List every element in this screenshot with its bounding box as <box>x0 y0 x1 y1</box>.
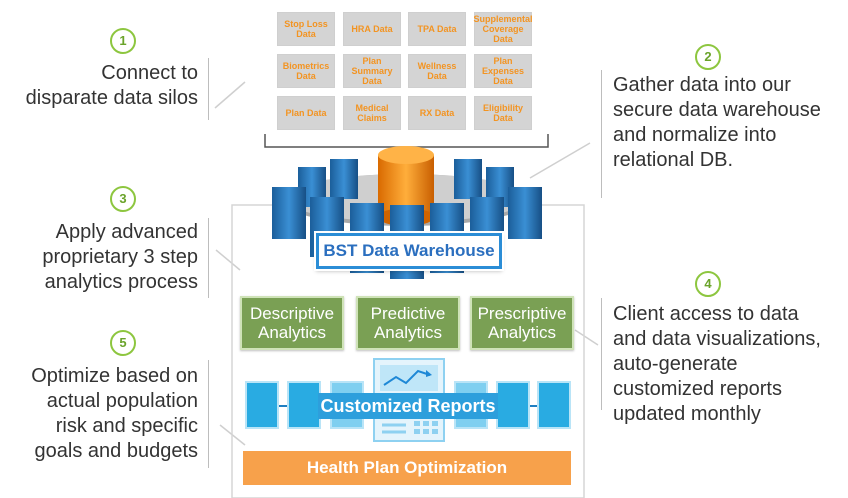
health-plan-optimization-bar: Health Plan Optimization <box>243 451 571 485</box>
silo-plan-data: Plan Data <box>277 96 335 130</box>
silo-eligibility-data: Eligibility Data <box>474 96 532 130</box>
silo-biometrics-data: Biometrics Data <box>277 54 335 88</box>
step-5-number: 5 <box>110 330 136 356</box>
step-3-text: Apply advanced proprietary 3 step analyt… <box>42 221 198 293</box>
step-1-text: Connect to disparate data silos <box>25 62 198 109</box>
report-box-1 <box>245 381 279 429</box>
prescriptive-line2: Analytics <box>487 323 557 342</box>
silo-wellness-data: Wellness Data <box>408 54 466 88</box>
silo-medical-claims: Medical Claims <box>343 96 401 130</box>
data-warehouse-servers-illustration <box>272 146 542 279</box>
report-box-5 <box>496 381 530 429</box>
step-5-text: Optimize based on actual population risk… <box>31 365 198 462</box>
descriptive-line1: Descriptive <box>249 304 335 323</box>
step-3-number: 3 <box>110 186 136 212</box>
predictive-line2: Analytics <box>373 323 442 342</box>
prescriptive-line1: Prescriptive <box>477 304 567 323</box>
predictive-line1: Predictive <box>370 304 446 323</box>
silo-plan-summary-data: Plan Summary Data <box>343 54 401 88</box>
step-4-text: Client access to data and data visualiza… <box>613 303 821 425</box>
step-2-text: Gather data into our secure data warehou… <box>613 74 821 171</box>
step-4-divider <box>601 298 602 410</box>
silo-hra-data: HRA Data <box>343 12 401 46</box>
step-3-divider <box>208 218 209 298</box>
silo-supplemental-coverage-data: Supplemental Coverage Data <box>473 12 533 46</box>
report-box-6 <box>537 381 571 429</box>
step-2-divider <box>601 70 602 198</box>
step-4-number: 4 <box>695 271 721 297</box>
descriptive-line2: Analytics <box>257 323 327 342</box>
customized-reports-label: Customized Reports <box>318 393 498 419</box>
step-1-divider <box>208 58 209 120</box>
step-5-divider <box>208 360 209 468</box>
silo-rx-data: RX Data <box>408 96 466 130</box>
warehouse-label: BST Data Warehouse <box>316 233 502 269</box>
silo-tpa-data: TPA Data <box>408 12 466 46</box>
step-2-number: 2 <box>695 44 721 70</box>
silo-plan-expenses-data: Plan Expenses Data <box>474 54 532 88</box>
step-1-number: 1 <box>110 28 136 54</box>
silo-stop-loss-data: Stop Loss Data <box>277 12 335 46</box>
report-box-2 <box>287 381 321 429</box>
